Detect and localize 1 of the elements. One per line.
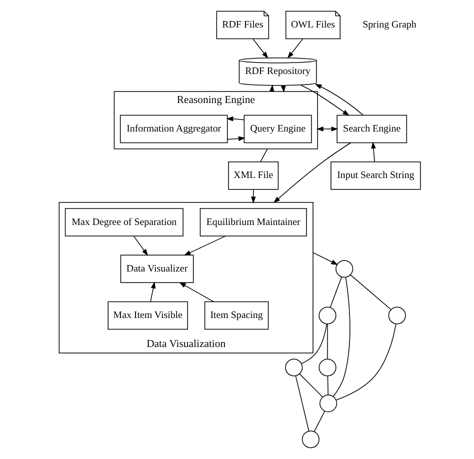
label: Spring Graph	[362, 20, 416, 31]
